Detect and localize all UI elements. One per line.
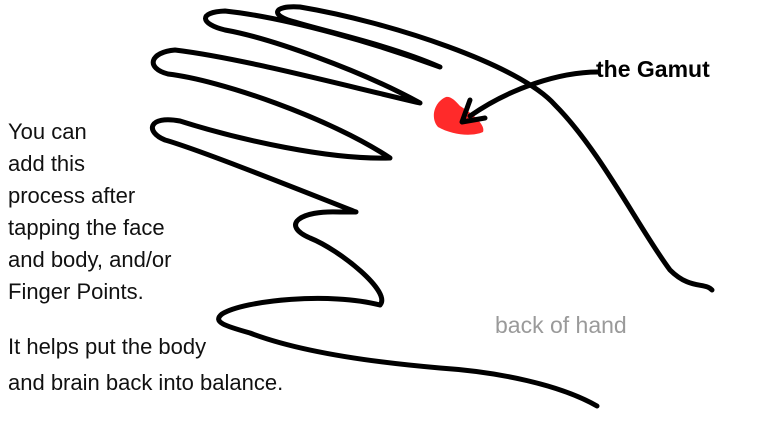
gamut-arrow xyxy=(470,72,598,116)
gamut-label: the Gamut xyxy=(596,56,710,83)
instruction-line: and body, and/or xyxy=(8,244,172,276)
instruction-line: and brain back into balance. xyxy=(8,367,283,399)
instruction-line: You can xyxy=(8,116,87,148)
instruction-line: It helps put the body xyxy=(8,331,206,363)
instruction-line: add this xyxy=(8,148,85,180)
instruction-line: process after xyxy=(8,180,135,212)
back-of-hand-label: back of hand xyxy=(495,312,627,339)
instruction-line: tapping the face xyxy=(8,212,165,244)
gamut-point xyxy=(434,97,484,135)
instruction-line: Finger Points. xyxy=(8,276,144,308)
